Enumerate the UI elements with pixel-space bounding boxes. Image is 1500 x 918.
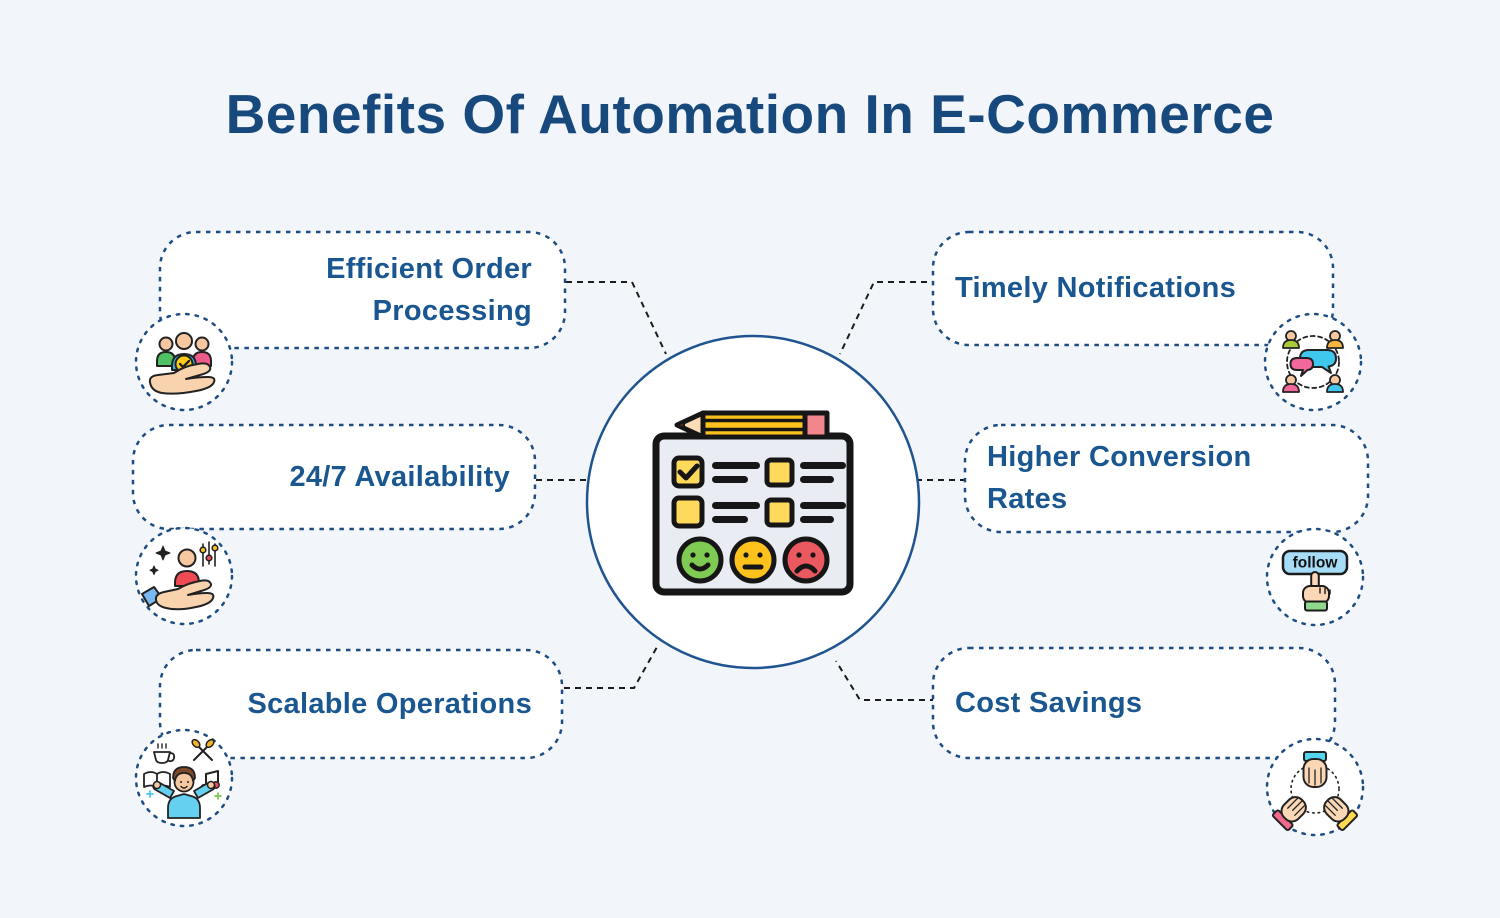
connector-lines: [536, 281, 966, 701]
hands-stacked-teamwork-icon: [1271, 751, 1359, 832]
follow-button-click-icon: follow: [1281, 549, 1349, 612]
group-chat-icon: [1282, 330, 1344, 393]
benefit-box-bottom-right: [931, 646, 1337, 760]
hand-holding-customers-icon: [148, 332, 216, 395]
benefit-label-cost-savings: Cost Savings: [955, 687, 1143, 719]
follow-button-label: follow: [1293, 555, 1339, 572]
multitasking-person-icon: [143, 738, 222, 819]
customer-feedback-survey-icon: [652, 410, 854, 596]
benefit-label-247-availability: 24/7 Availability: [289, 461, 510, 493]
benefit-box-top-left: [158, 230, 567, 350]
benefit-label-efficient-order-processing: Efficient Order Processing: [326, 253, 532, 327]
connector-top-right: [839, 281, 938, 355]
hand-holding-person-controls-icon: [141, 541, 219, 611]
benefit-box-bottom-left: [158, 648, 564, 760]
benefit-label-higher-conversion-rates: Higher Conversion Rates: [987, 441, 1252, 515]
benefit-box-top-right: [931, 230, 1335, 347]
benefit-box-middle-left: [131, 423, 537, 531]
benefit-label-scalable-operations: Scalable Operations: [247, 688, 532, 720]
page-title: Benefits Of Automation In E-Commerce: [225, 83, 1275, 145]
benefit-label-timely-notifications: Timely Notifications: [955, 272, 1237, 304]
connector-bottom-right: [835, 660, 936, 701]
connector-bottom-left: [564, 646, 658, 689]
benefit-box-middle-right: [963, 423, 1370, 534]
connector-top-left: [566, 281, 667, 355]
